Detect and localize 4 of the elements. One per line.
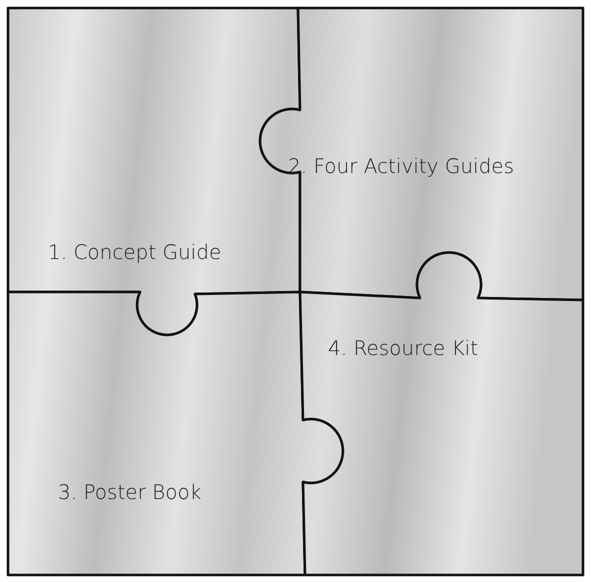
piece-label: 3. Poster Book xyxy=(58,480,202,504)
piece-label: 1. Concept Guide xyxy=(48,240,222,264)
piece-label: 4. Resource Kit xyxy=(328,336,478,360)
piece-label: 2. Four Activity Guides xyxy=(288,154,514,178)
